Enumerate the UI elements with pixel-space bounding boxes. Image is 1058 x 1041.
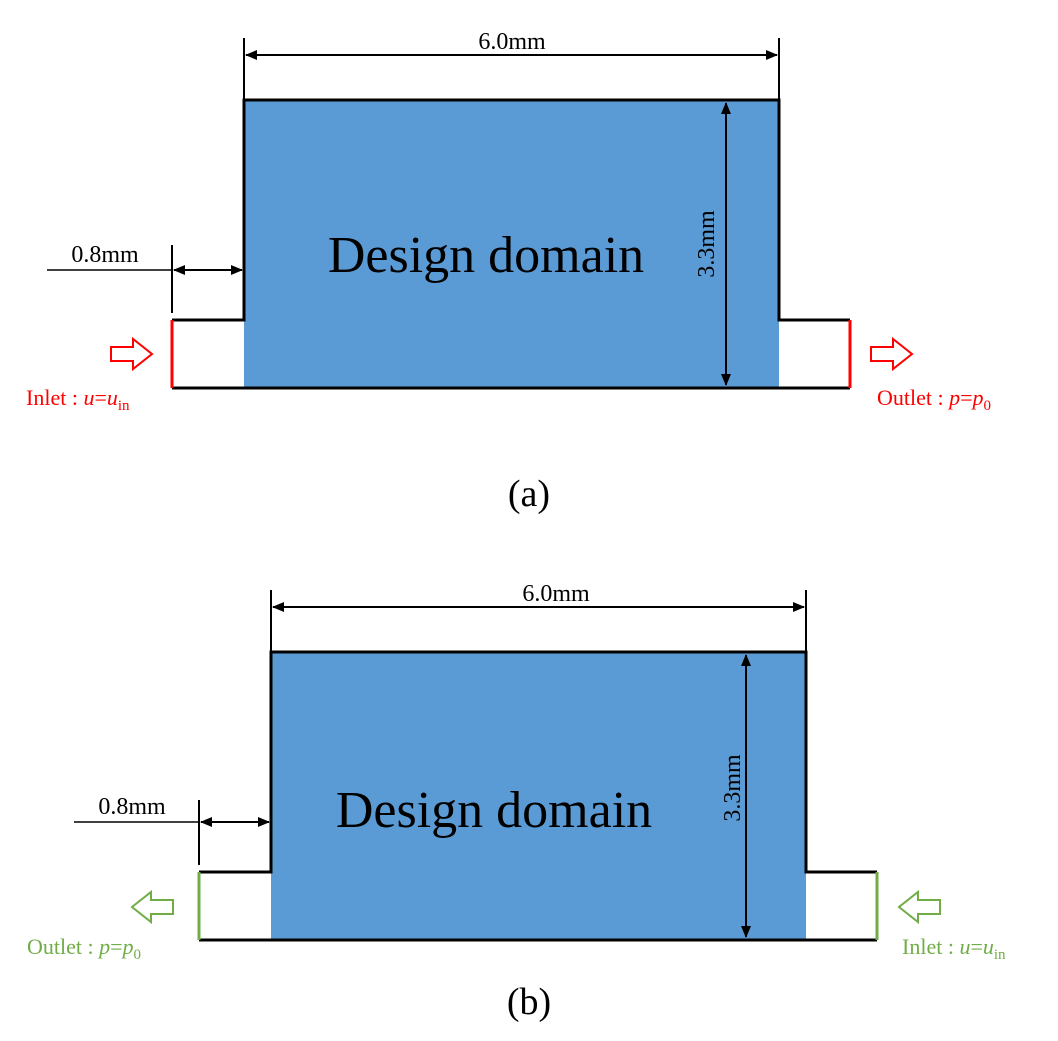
right-arrow-icon [110,336,154,372]
design-domain-label: Design domain [328,227,644,284]
left-arrow-icon [130,889,174,925]
outlet-channel [199,872,271,940]
inlet-channel [172,320,244,388]
inlet-condition-label: Inlet : u=uin [902,934,1006,963]
panel-caption: (b) [507,981,551,1023]
offset-label: 0.8mm [98,794,166,820]
panel-caption: (a) [508,473,550,515]
inlet-channel [806,872,877,940]
outlet-condition-label: Outlet : p=p0 [27,934,141,963]
left-arrow-icon [897,889,941,925]
offset-label: 0.8mm [71,242,139,268]
height-label: 3.3mm [720,754,746,822]
width-label: 6.0mm [478,29,546,55]
panel-a: 6.0mm 3.3mm 0.8mm Design domain Inlet : … [26,29,991,515]
domain-outline [172,98,850,322]
design-domain-label: Design domain [336,782,652,839]
outlet-channel [779,320,850,388]
panel-b: 6.0mm 3.3mm 0.8mm Design domain Outlet :… [27,581,1006,1023]
design-domain-fill [271,652,806,940]
design-domain-fill [244,100,779,388]
right-arrow-icon [870,336,914,372]
domain-outline [199,650,877,874]
width-label: 6.0mm [522,581,590,607]
outlet-condition-label: Outlet : p=p0 [877,385,991,414]
height-label: 3.3mm [694,210,720,278]
inlet-condition-label: Inlet : u=uin [26,385,130,414]
